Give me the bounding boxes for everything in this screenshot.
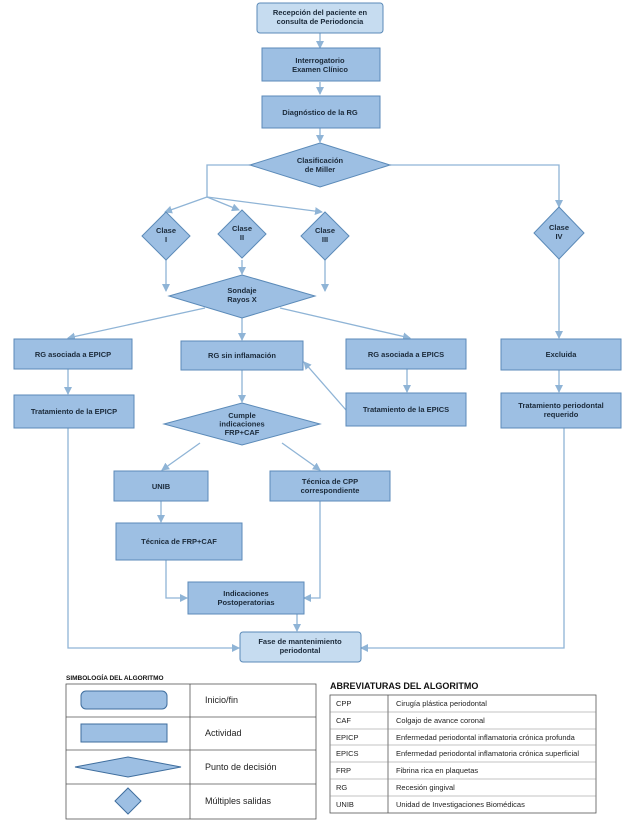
node-rg-epicp: RG asociada a EPICP — [13, 338, 133, 370]
abbreviation-code: CAF — [336, 716, 351, 725]
svg-text:Tratamiento de la EPICP: Tratamiento de la EPICP — [31, 407, 117, 416]
abbreviation-meaning: Unidad de Investigaciones Biomédicas — [396, 800, 525, 809]
svg-text:Diagnóstico de la RG: Diagnóstico de la RG — [282, 108, 358, 117]
edge-split-class2 — [206, 196, 240, 212]
svg-text:RG sin inflamación: RG sin inflamación — [208, 351, 276, 360]
legend-label-start-end: Inicio/fin — [205, 695, 238, 705]
abbreviation-row: CAF Colgajo de avance coronal — [336, 716, 485, 725]
svg-text:Técnica de FRP+CAF: Técnica de FRP+CAF — [141, 537, 217, 546]
abbreviation-code: UNIB — [336, 800, 354, 809]
node-excluded: Excluida — [500, 338, 622, 371]
abbreviation-row: RG Recesión gingival — [336, 783, 455, 792]
abbreviation-meaning: Enfermedad periodontal inflamatoria crón… — [396, 733, 576, 742]
legend-symbology: SIMBOLOGÍA DEL ALGORITMO Inicio/fin Acti… — [65, 673, 317, 820]
abbreviation-row: EPICS Enfermedad periodontal inflamatori… — [336, 749, 579, 758]
legend-title: SIMBOLOGÍA DEL ALGORITMO — [66, 673, 164, 682]
legend-abbreviations: ABREVIATURAS DEL ALGORITMO CPP Cirugía p… — [329, 681, 597, 814]
abbreviation-row: FRP Fibrina rica en plaquetas — [336, 766, 478, 775]
svg-text:RG asociada a EPICP: RG asociada a EPICP — [35, 350, 111, 359]
abbreviation-meaning: Enfermedad periodontal inflamatoria crón… — [396, 749, 579, 758]
abbreviation-row: CPP Cirugía plástica periodontal — [336, 699, 487, 708]
edge-classification-class-splits — [206, 164, 250, 197]
legend-label-decision: Punto de decisión — [205, 762, 277, 772]
abbreviation-code: EPICP — [336, 733, 359, 742]
svg-text:RG asociada a EPICS: RG asociada a EPICS — [368, 350, 444, 359]
node-rg-noinfl: RG sin inflamación — [180, 340, 304, 371]
edge-treat-epicp-maintenance — [67, 428, 240, 652]
edge-frp-caf-postop — [165, 560, 188, 602]
abbreviation-code: CPP — [336, 699, 351, 708]
abbreviation-code: RG — [336, 783, 347, 792]
legend-shape-diamond — [114, 787, 142, 815]
abbreviation-code: FRP — [336, 766, 351, 775]
edge-split-class1 — [164, 196, 208, 214]
abbreviation-row: UNIB Unidad de Investigaciones Biomédica… — [336, 800, 525, 809]
node-diagnosis: Diagnóstico de la RG — [261, 95, 381, 129]
abbreviation-code: EPICS — [336, 749, 359, 758]
edge-cpp-postop — [303, 501, 321, 602]
abbreviation-meaning: Fibrina rica en plaquetas — [396, 766, 478, 775]
node-rg-epics: RG asociada a EPICS — [345, 338, 467, 370]
edge-probing-rg-epicp — [67, 307, 206, 341]
svg-text:Excluida: Excluida — [546, 350, 578, 359]
abbreviation-meaning: Recesión gingival — [396, 783, 455, 792]
legend-shape-rounded-rect — [80, 690, 168, 710]
legend-shape-wide-diamond — [74, 756, 182, 778]
node-frp-caf: Técnica de FRP+CAF — [115, 522, 243, 561]
abbreviation-row: EPICP Enfermedad periodontal inflamatori… — [336, 733, 576, 742]
connectors — [64, 32, 565, 652]
edge-treat-perio-maintenance — [360, 428, 565, 652]
svg-text:Tratamiento de la EPICS: Tratamiento de la EPICS — [363, 405, 449, 414]
svg-text:UNIB: UNIB — [152, 482, 171, 491]
abbreviation-meaning: Colgajo de avance coronal — [396, 716, 485, 725]
edge-meets-unib — [161, 442, 201, 471]
legend-shape-rect — [80, 723, 168, 743]
legend-label-activity: Actividad — [205, 728, 242, 738]
abbreviations-title: ABREVIATURAS DEL ALGORITMO — [330, 681, 478, 691]
edge-treat-epics-rg-noinfl — [303, 361, 347, 411]
edge-probing-rg-epics — [279, 307, 411, 341]
abbreviation-meaning: Cirugía plástica periodontal — [396, 699, 487, 708]
edge-meets-cpp — [281, 442, 321, 471]
edge-split-class3 — [206, 196, 323, 216]
node-treat-epics: Tratamiento de la EPICS — [345, 392, 467, 427]
node-unib: UNIB — [113, 470, 209, 502]
edge-classification-class4 — [390, 164, 563, 208]
node-treat-epicp: Tratamiento de la EPICP — [13, 394, 135, 429]
legend-label-multiple-outputs: Múltiples salidas — [205, 796, 272, 806]
